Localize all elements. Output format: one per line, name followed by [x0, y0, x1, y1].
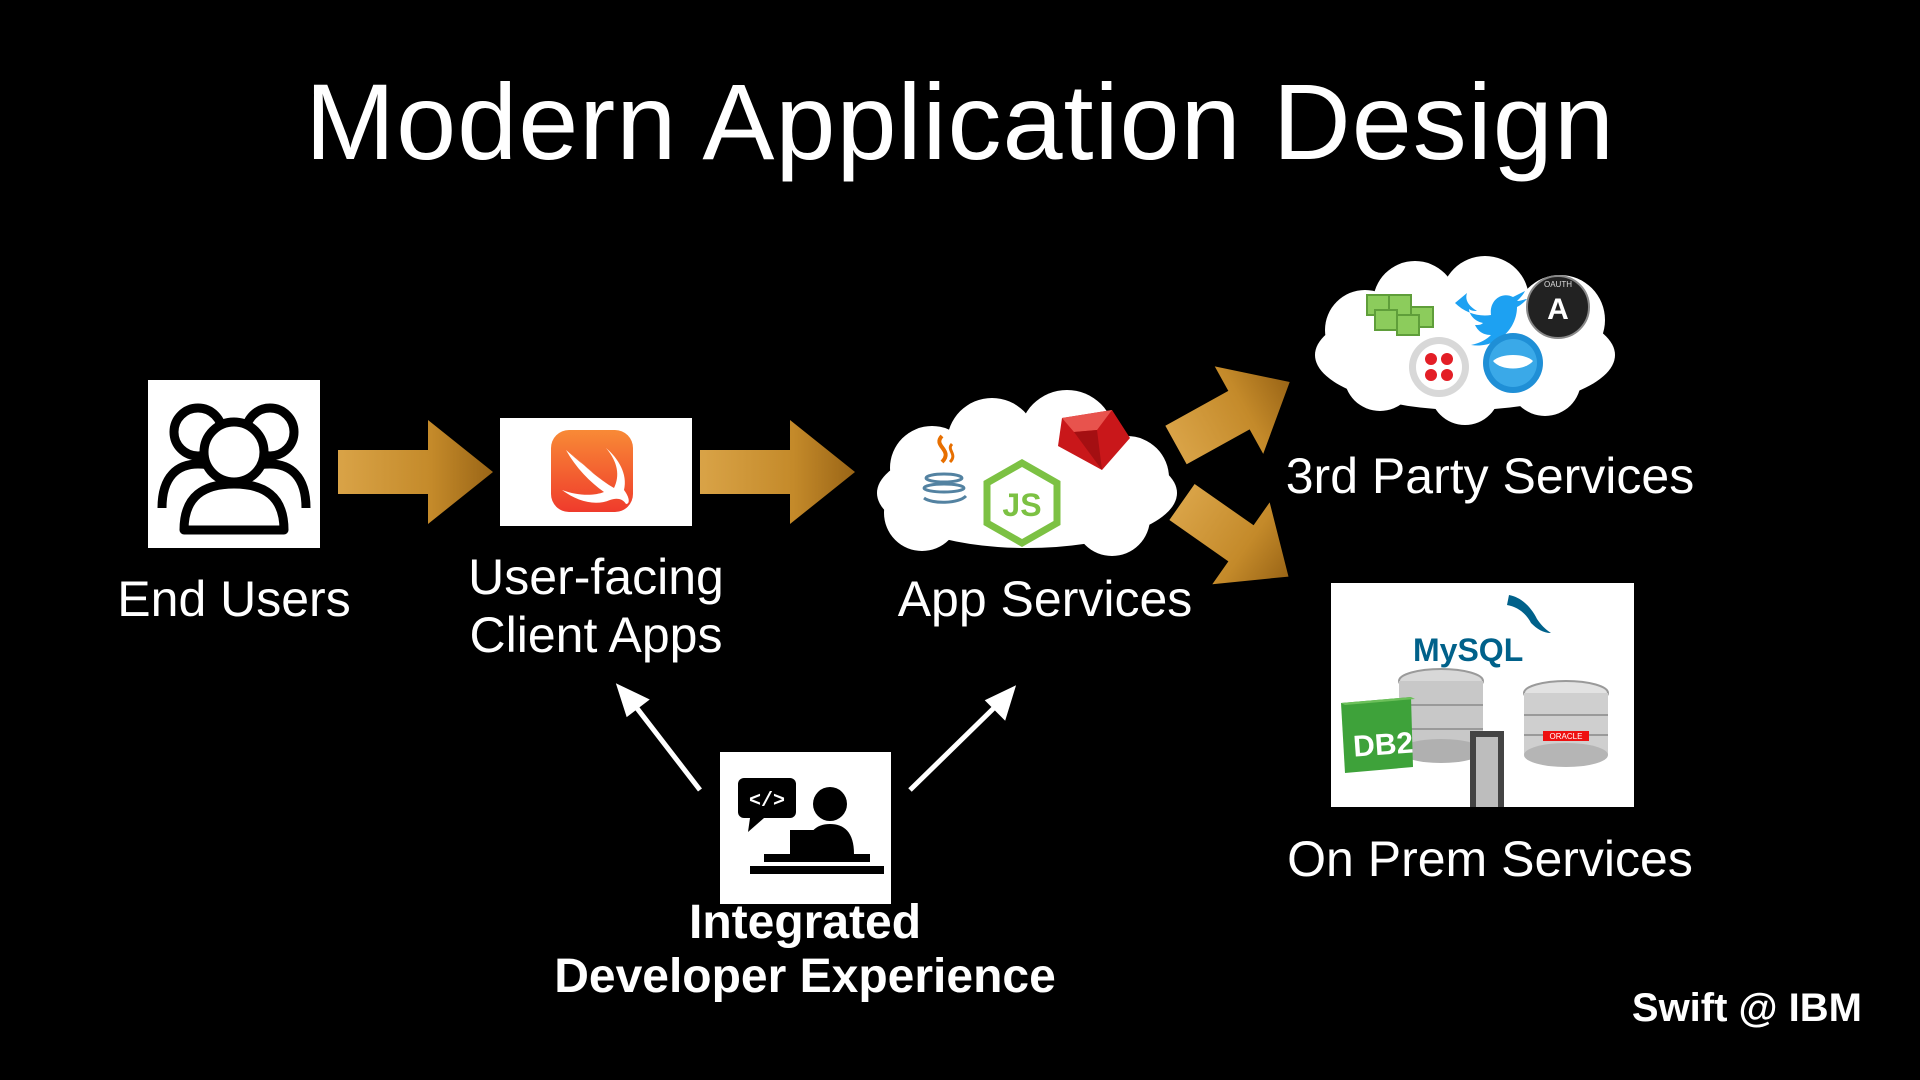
svg-text:</>: </> [749, 790, 785, 813]
box-cubes-icon [1366, 294, 1434, 336]
arrow-users-to-client [338, 420, 493, 524]
arrow-dev-to-services [908, 702, 1000, 792]
developer-label: Integrated Developer Experience [520, 896, 1090, 1004]
third-party-cloud: A OAUTH [1315, 256, 1615, 425]
developer-label-line1: Integrated [688, 896, 922, 949]
app-services-cloud: JS [877, 390, 1177, 556]
third-party-label: 3rd Party Services [1285, 448, 1695, 504]
salesforce-icon [1483, 333, 1543, 393]
end-users-label: End Users [117, 571, 351, 627]
oauth-logo-text: OAUTH [1544, 280, 1572, 289]
client-apps-box [500, 418, 692, 526]
svg-text:A: A [1547, 293, 1569, 326]
nodejs-logo-text: JS [1002, 487, 1041, 523]
arrow-dev-to-client [631, 701, 702, 792]
oracle-logo-text: ORACLE [1550, 732, 1583, 741]
arrow-services-to-thirdparty [1165, 366, 1290, 465]
twitter-icon [1455, 291, 1527, 346]
nodejs-icon: JS [983, 458, 1061, 548]
java-icon [922, 434, 968, 504]
twilio-icon [1409, 337, 1469, 397]
client-apps-label-line2: Client Apps [469, 607, 723, 663]
developer-workstation-icon: </> [720, 752, 891, 904]
on-prem-label: On Prem Services [1287, 831, 1693, 887]
swift-logo-icon [551, 430, 633, 512]
arrow-client-to-services [700, 420, 855, 524]
users-group-icon [148, 380, 320, 548]
mysql-logo-text: MySQL [1413, 632, 1523, 668]
oracle-db-icon: ORACLE [1523, 680, 1609, 767]
oauth-icon: A OAUTH [1526, 275, 1590, 339]
on-prem-box: MySQL DB2 ORACLE [1331, 583, 1634, 807]
arrow-services-to-onprem [1169, 483, 1289, 585]
client-apps-label: User-facing Client Apps [460, 548, 732, 664]
client-apps-label-line1: User-facing [468, 549, 724, 605]
app-services-label: App Services [897, 571, 1193, 627]
developer-label-line2: Developer Experience [554, 950, 1056, 1003]
db2-logo-text: DB2 [1352, 727, 1414, 764]
footer-brand: Swift @ IBM [1631, 986, 1862, 1030]
db2-icon: DB2 [1341, 668, 1484, 773]
ruby-icon [1058, 410, 1130, 470]
slide-title: Modern Application Design [305, 61, 1615, 182]
mysql-icon: MySQL [1413, 595, 1551, 668]
